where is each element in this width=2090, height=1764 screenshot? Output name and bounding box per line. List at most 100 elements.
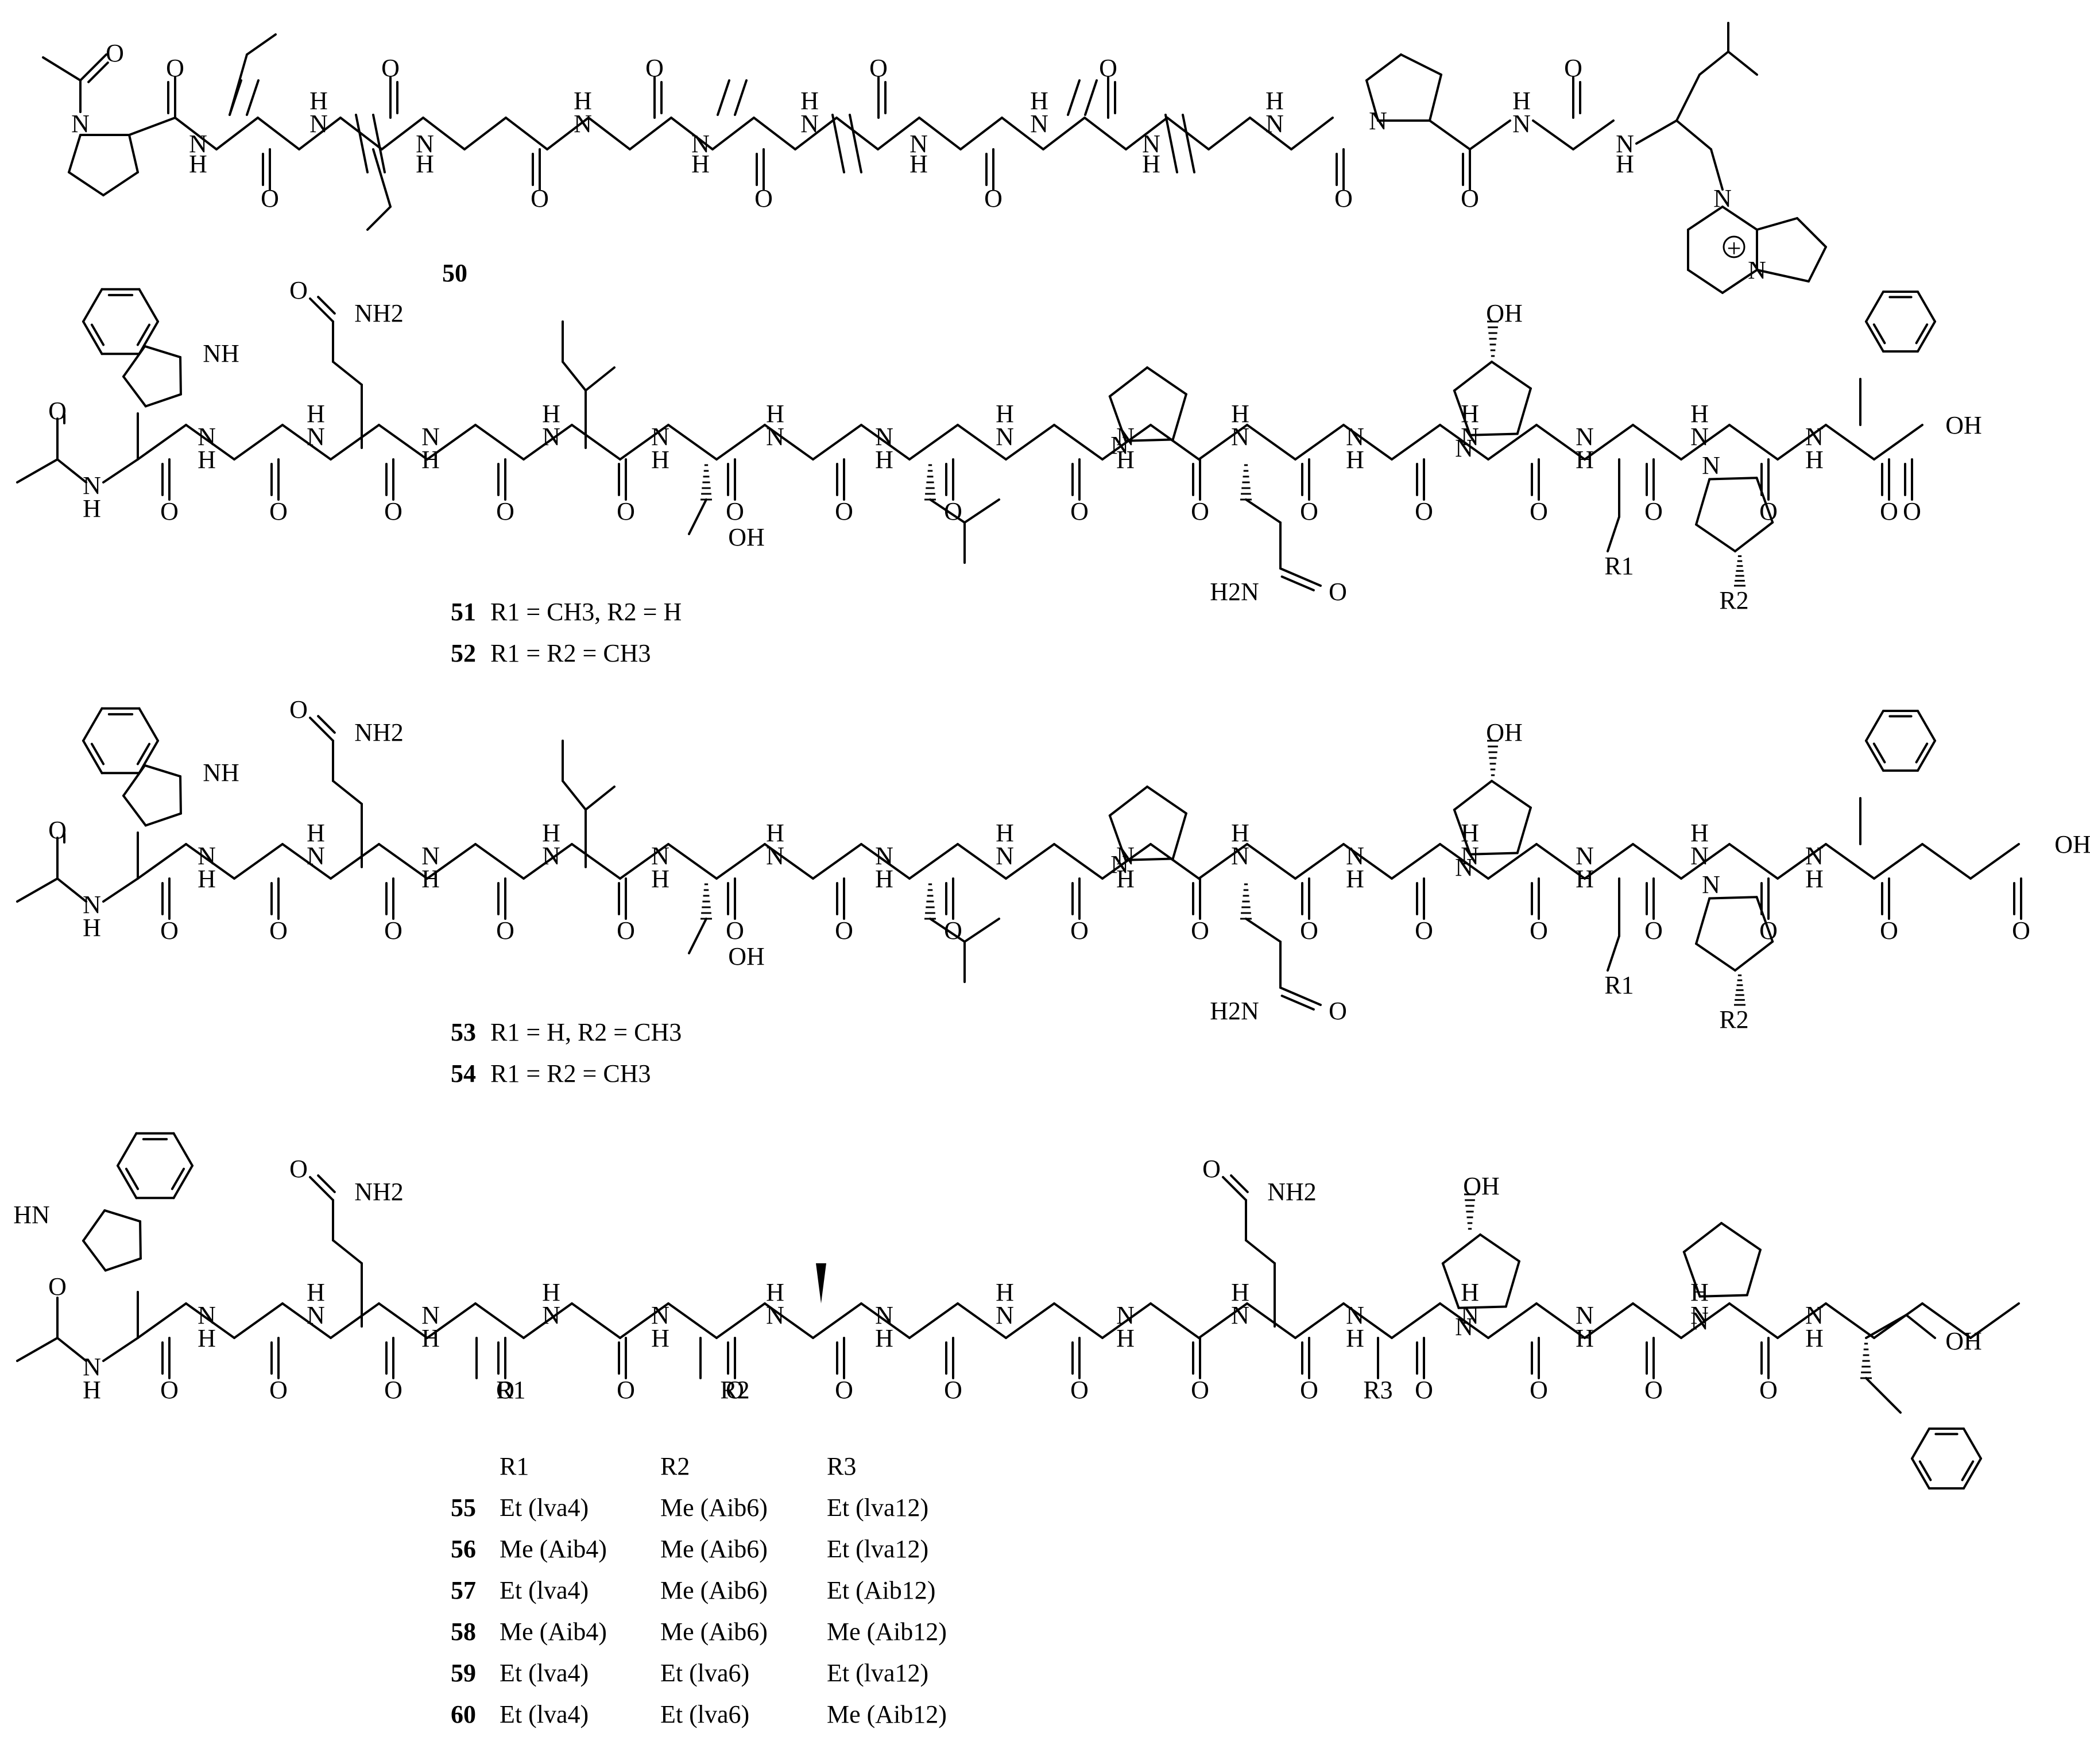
atom-nitrogen: N — [542, 1301, 560, 1329]
atom-r2: R2 — [720, 1376, 749, 1404]
atom-hydrogen: H — [542, 1278, 560, 1306]
atom-oxygen: O — [1564, 54, 1582, 82]
table-row-id: 55 — [451, 1494, 476, 1522]
bond — [233, 424, 284, 461]
legend-row-53: 53 R1 = H, R2 = CH3 — [451, 1018, 682, 1046]
bond — [144, 345, 182, 359]
bond — [522, 1302, 573, 1339]
bond — [1675, 74, 1701, 122]
atom-hydroxyl: OH — [1945, 1327, 1982, 1355]
bond — [963, 498, 1000, 524]
atom-oxygen: O — [496, 916, 514, 945]
atom-nitrogen: N — [542, 423, 560, 451]
bond — [1961, 1460, 1975, 1481]
atom-hydrogen: H — [1231, 819, 1249, 847]
atom-hydrogen: H — [307, 819, 325, 847]
bond — [963, 918, 1000, 943]
bond — [619, 424, 669, 461]
atom-hydrogen: H — [1231, 400, 1249, 428]
bond — [1279, 987, 1322, 1006]
bond — [281, 424, 332, 461]
legend-number-52: 52 — [451, 639, 476, 667]
bond — [1915, 742, 1929, 764]
bond — [171, 1167, 185, 1190]
atom-hydrogen: H — [996, 400, 1014, 428]
bond — [1487, 843, 1538, 880]
bond — [1873, 424, 1923, 461]
table-cell-r2: Me (Aib6) — [660, 1535, 768, 1563]
bond — [835, 117, 879, 150]
bond — [257, 117, 300, 150]
atom-nitrogen: N — [1116, 842, 1135, 870]
legend-number-51: 51 — [451, 598, 476, 626]
atom-nitrogen: N — [651, 842, 669, 870]
atom-nitrogen: N — [651, 423, 669, 451]
bond — [172, 1132, 193, 1167]
atom-hydrogen: H — [909, 150, 928, 178]
table-cell-r1: Me (Aib4) — [500, 1618, 607, 1646]
bond — [849, 114, 862, 173]
bond — [138, 740, 159, 775]
bond — [1921, 1302, 1972, 1339]
table-cell-r1: Et (lva4) — [500, 1700, 589, 1728]
bond — [1516, 806, 1532, 854]
atom-nitrogen: N — [875, 423, 893, 451]
bond — [860, 843, 911, 880]
bond — [1294, 424, 1345, 461]
bond — [378, 843, 428, 880]
atom-oxygen: O — [269, 1376, 288, 1404]
atom-oxygen: O — [726, 1376, 744, 1404]
bond — [1917, 320, 1936, 353]
bond — [1698, 1294, 1748, 1298]
atom-nitrogen: N — [1748, 256, 1766, 284]
bond — [1756, 269, 1810, 283]
bond — [185, 424, 235, 461]
atom-hydrogen: H — [1265, 87, 1284, 115]
bond — [1125, 117, 1168, 150]
atom-hydrogen: H — [800, 87, 819, 115]
bond — [372, 148, 392, 208]
bond — [711, 117, 755, 150]
bond — [298, 117, 342, 150]
bond — [1720, 1222, 1762, 1251]
bond — [715, 843, 766, 880]
atom-hydrogen: H — [1690, 400, 1709, 428]
bond — [56, 458, 87, 483]
bond — [1911, 1428, 1930, 1460]
atom-oxygen: O — [835, 916, 853, 945]
atom-hydrogen: H — [691, 150, 710, 178]
atom-hydrogen: H — [766, 819, 784, 847]
bond — [125, 1167, 140, 1190]
bond — [1391, 424, 1441, 461]
table-cell-r1: Et (lva4) — [500, 1494, 589, 1522]
bond — [339, 117, 383, 150]
table-row-id: 59 — [451, 1659, 476, 1687]
atom-hydrogen: H — [309, 87, 328, 115]
atom-nitrogen: N — [1713, 184, 1732, 212]
bond — [1921, 843, 1972, 880]
atom-hydrogen: H — [996, 1278, 1014, 1306]
atom-nitrogen: N — [198, 842, 216, 870]
bond — [90, 323, 105, 346]
atom-oxygen: O — [381, 54, 400, 82]
bond — [1342, 424, 1393, 461]
atom-oxygen: O — [106, 39, 124, 67]
atom-hydrogen: H — [307, 1278, 325, 1306]
bond — [1491, 361, 1532, 390]
bond — [1635, 119, 1678, 145]
bond — [1708, 896, 1758, 900]
bond — [179, 356, 182, 396]
bond — [174, 117, 218, 150]
bond — [1963, 1428, 1982, 1460]
legend-desc-53: R1 = H, R2 = CH3 — [490, 1018, 682, 1046]
atom-oxygen: O — [160, 916, 179, 945]
table-header-r3: R3 — [827, 1452, 856, 1480]
bond — [16, 877, 59, 903]
bond — [281, 843, 332, 880]
bond — [1487, 424, 1538, 461]
legend-desc-54: R1 = R2 = CH3 — [490, 1059, 651, 1088]
atom-nitrogen: N — [1805, 842, 1824, 870]
atom-r1: R1 — [1604, 552, 1634, 580]
atom-hydrogen: H — [766, 400, 784, 428]
